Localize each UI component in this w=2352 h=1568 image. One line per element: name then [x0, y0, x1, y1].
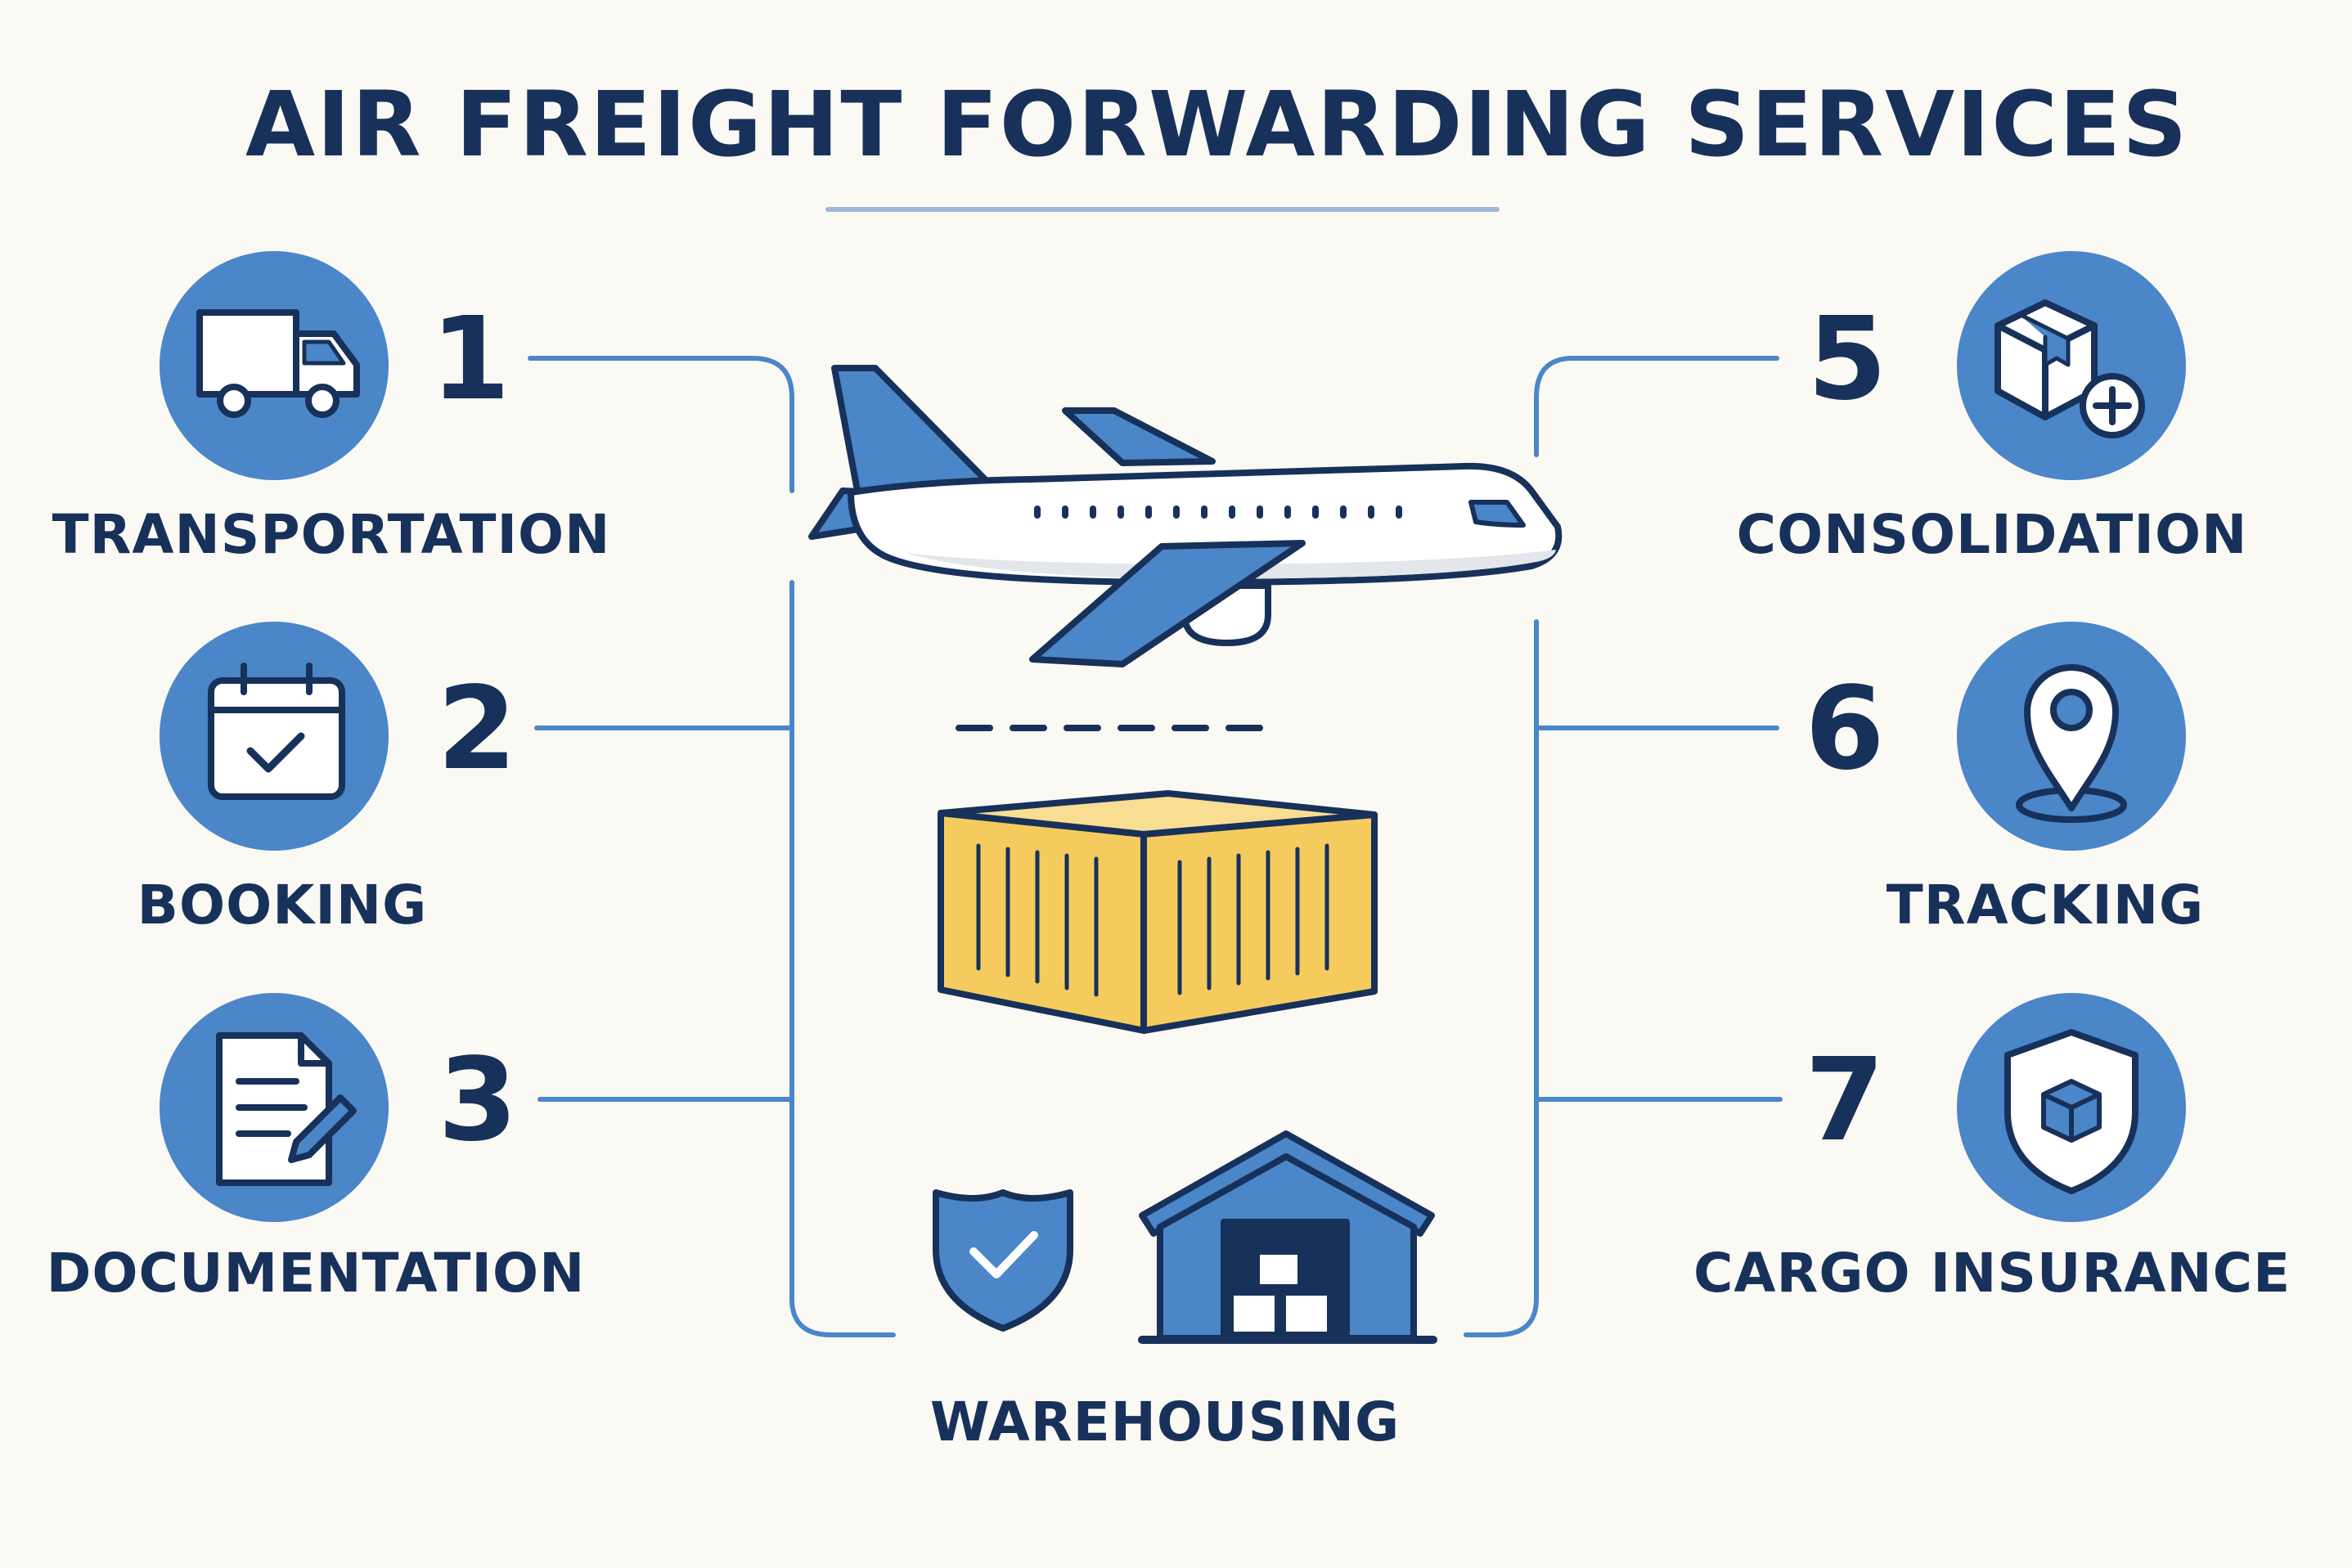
right-connectors — [1464, 356, 1783, 1337]
map-pin-icon — [2016, 664, 2127, 823]
service-number-7: 7 — [1805, 1034, 1885, 1167]
service-label-booking: BOOKING — [137, 874, 428, 937]
service-label-consolidation: CONSOLIDATION — [1736, 503, 2248, 566]
calendar-check-icon — [208, 663, 345, 800]
left-connectors — [528, 356, 896, 1337]
service-label-cargo-insurance: CARGO INSURANCE — [1693, 1242, 2291, 1305]
service-label-transportation: TRANSPORTATION — [52, 503, 611, 566]
shield-check-icon — [933, 1189, 1073, 1332]
service-number-2: 2 — [437, 663, 517, 796]
service-number-6: 6 — [1805, 663, 1885, 796]
document-pen-icon — [216, 1032, 357, 1186]
airplane-icon — [808, 365, 1563, 667]
truck-icon — [196, 309, 360, 418]
service-label-tracking: TRACKING — [1886, 874, 2205, 937]
center-label-warehousing: WAREHOUSING — [929, 1391, 1401, 1453]
cargo-container-icon — [938, 790, 1378, 1034]
box-plus-icon — [1994, 299, 2145, 438]
page-title: AIR FREIGHT FORWARDING SERVICES — [245, 72, 2189, 177]
service-number-5: 5 — [1807, 293, 1887, 426]
service-label-documentation: DOCUMENTATION — [46, 1242, 586, 1305]
service-number-3: 3 — [438, 1034, 518, 1167]
shield-box-icon — [2004, 1029, 2138, 1194]
service-number-1: 1 — [430, 293, 510, 426]
warehouse-icon — [1138, 1130, 1437, 1344]
